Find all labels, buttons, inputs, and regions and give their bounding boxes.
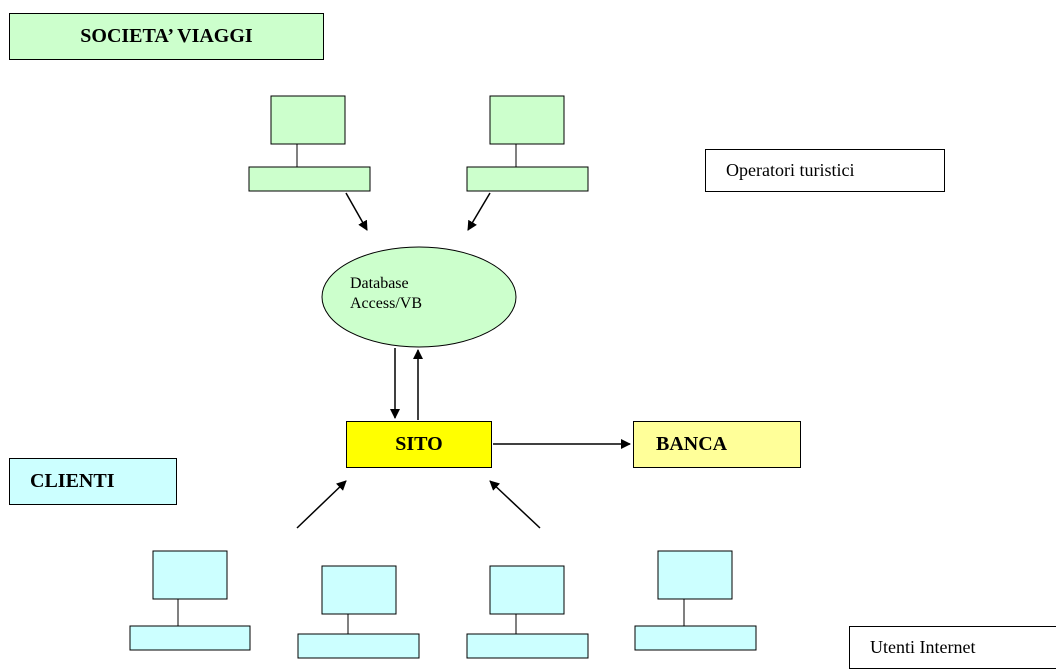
database-label: Database Access/VB (350, 274, 470, 314)
societa-viaggi-label: SOCIETA’ VIAGGI (80, 25, 253, 47)
client-computer-3 (466, 565, 589, 659)
client-computer-4 (634, 550, 757, 651)
operatori-turistici-label: Operatori turistici (726, 160, 855, 180)
database-ellipse (321, 246, 517, 348)
client-computer-1 (129, 550, 251, 651)
arrow-clients-left-to-sito (296, 480, 347, 529)
database-label-line1: Database (350, 275, 409, 292)
utenti-internet-note: Utenti Internet (849, 626, 1056, 669)
utenti-internet-label: Utenti Internet (870, 637, 976, 657)
client-computer-2 (297, 565, 420, 659)
arrow-operator2-to-database (467, 192, 491, 231)
arrow-clients-right-to-sito (489, 480, 541, 529)
sito-label: SITO (395, 433, 443, 455)
clienti-title: CLIENTI (9, 458, 177, 505)
banca-node: BANCA (633, 421, 801, 468)
operator-computer-2 (466, 95, 589, 192)
banca-label: BANCA (656, 433, 728, 455)
societa-viaggi-title: SOCIETA’ VIAGGI (9, 13, 324, 60)
clienti-label: CLIENTI (30, 470, 115, 492)
operator-computer-1 (248, 95, 371, 192)
operatori-turistici-note: Operatori turistici (705, 149, 945, 192)
database-label-line2: Access/VB (350, 295, 422, 312)
sito-node: SITO (346, 421, 492, 468)
arrow-operator1-to-database (345, 192, 368, 231)
